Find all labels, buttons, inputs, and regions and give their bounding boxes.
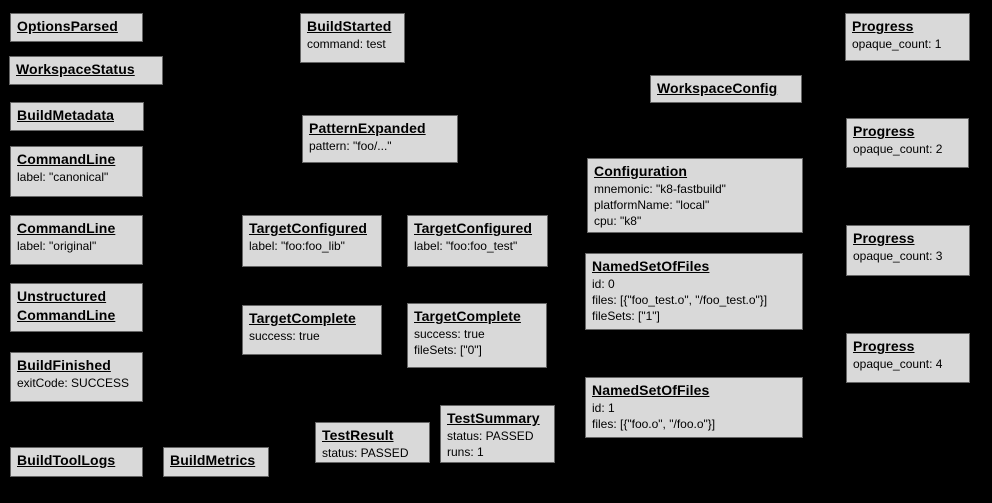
node-build-finished: BuildFinished exitCode: SUCCESS xyxy=(10,352,143,402)
node-title: TestSummary xyxy=(447,410,540,426)
node-title: Progress xyxy=(853,230,915,246)
node-title: TestResult xyxy=(322,427,394,443)
node-progress-2: Progress opaque_count: 2 xyxy=(846,118,969,168)
node-build-tool-logs: BuildToolLogs xyxy=(10,447,143,477)
node-detail: label: "canonical" xyxy=(17,170,109,184)
node-detail: opaque_count: 4 xyxy=(853,357,943,371)
node-target-configured-foo-lib: TargetConfigured label: "foo:foo_lib" xyxy=(242,215,382,267)
node-title: OptionsParsed xyxy=(17,18,118,34)
node-workspace-status: WorkspaceStatus xyxy=(9,56,163,85)
node-command-line-canonical: CommandLine label: "canonical" xyxy=(10,146,143,197)
node-test-summary: TestSummary status: PASSED runs: 1 xyxy=(440,405,555,463)
node-title: WorkspaceConfig xyxy=(657,80,778,96)
node-named-set-of-files-0: NamedSetOfFiles id: 0 files: [{"foo_test… xyxy=(585,253,803,330)
node-pattern-expanded: PatternExpanded pattern: "foo/..." xyxy=(302,115,458,163)
node-title: BuildFinished xyxy=(17,357,111,373)
node-target-configured-foo-test: TargetConfigured label: "foo:foo_test" xyxy=(407,215,548,267)
node-detail: success: true xyxy=(414,327,485,341)
node-title: BuildMetadata xyxy=(17,107,114,123)
node-detail: fileSets: ["0"] xyxy=(414,343,482,357)
node-command-line-original: CommandLine label: "original" xyxy=(10,215,143,265)
node-detail: fileSets: ["1"] xyxy=(592,309,660,323)
node-title: TargetComplete xyxy=(249,310,356,326)
node-test-result: TestResult status: PASSED xyxy=(315,422,430,463)
node-detail: opaque_count: 3 xyxy=(853,249,943,263)
node-title: PatternExpanded xyxy=(309,120,426,136)
node-title: CommandLine xyxy=(17,151,116,167)
node-title: BuildStarted xyxy=(307,18,392,34)
node-target-complete-foo-test: TargetComplete success: true fileSets: [… xyxy=(407,303,547,368)
node-detail: runs: 1 xyxy=(447,445,484,459)
node-progress-3: Progress opaque_count: 3 xyxy=(846,225,970,276)
node-unstructured-command-line: Unstructured CommandLine xyxy=(10,283,143,332)
node-detail: status: PASSED xyxy=(322,446,409,460)
node-detail: files: [{"foo_test.o", "/foo_test.o"}] xyxy=(592,293,768,307)
node-detail: files: [{"foo.o", "/foo.o"}] xyxy=(592,417,716,431)
node-detail: cpu: "k8" xyxy=(594,214,642,228)
node-title: Unstructured CommandLine xyxy=(17,288,116,323)
node-title: Progress xyxy=(853,123,915,139)
node-detail: mnemonic: "k8-fastbuild" xyxy=(594,182,726,196)
node-target-complete-foo-lib: TargetComplete success: true xyxy=(242,305,382,355)
node-detail: label: "original" xyxy=(17,239,97,253)
node-title: BuildMetrics xyxy=(170,452,256,468)
node-title: TargetComplete xyxy=(414,308,521,324)
node-detail: success: true xyxy=(249,329,320,343)
node-build-metadata: BuildMetadata xyxy=(10,102,144,131)
node-workspace-config: WorkspaceConfig xyxy=(650,75,802,103)
node-title: WorkspaceStatus xyxy=(16,61,135,77)
node-build-metrics: BuildMetrics xyxy=(163,447,269,477)
node-title: Progress xyxy=(853,338,915,354)
node-named-set-of-files-1: NamedSetOfFiles id: 1 files: [{"foo.o", … xyxy=(585,377,803,438)
node-title: TargetConfigured xyxy=(414,220,533,236)
node-title: Configuration xyxy=(594,163,688,179)
node-progress-1: Progress opaque_count: 1 xyxy=(845,13,970,61)
node-title: NamedSetOfFiles xyxy=(592,258,710,274)
node-detail: status: PASSED xyxy=(447,429,534,443)
node-detail: label: "foo:foo_test" xyxy=(414,239,518,253)
node-detail: id: 0 xyxy=(592,277,615,291)
node-title: TargetConfigured xyxy=(249,220,368,236)
node-detail: label: "foo:foo_lib" xyxy=(249,239,345,253)
node-configuration: Configuration mnemonic: "k8-fastbuild" p… xyxy=(587,158,803,233)
node-options-parsed: OptionsParsed xyxy=(10,13,143,42)
node-build-started: BuildStarted command: test xyxy=(300,13,405,63)
node-detail: opaque_count: 2 xyxy=(853,142,943,156)
node-title: NamedSetOfFiles xyxy=(592,382,710,398)
node-detail: exitCode: SUCCESS xyxy=(17,376,130,390)
node-title: CommandLine xyxy=(17,220,116,236)
node-title: BuildToolLogs xyxy=(17,452,116,468)
node-progress-4: Progress opaque_count: 4 xyxy=(846,333,970,383)
node-detail: platformName: "local" xyxy=(594,198,710,212)
node-detail: opaque_count: 1 xyxy=(852,37,942,51)
node-title: Progress xyxy=(852,18,914,34)
node-detail: pattern: "foo/..." xyxy=(309,139,392,153)
node-detail: command: test xyxy=(307,37,386,51)
node-detail: id: 1 xyxy=(592,401,615,415)
